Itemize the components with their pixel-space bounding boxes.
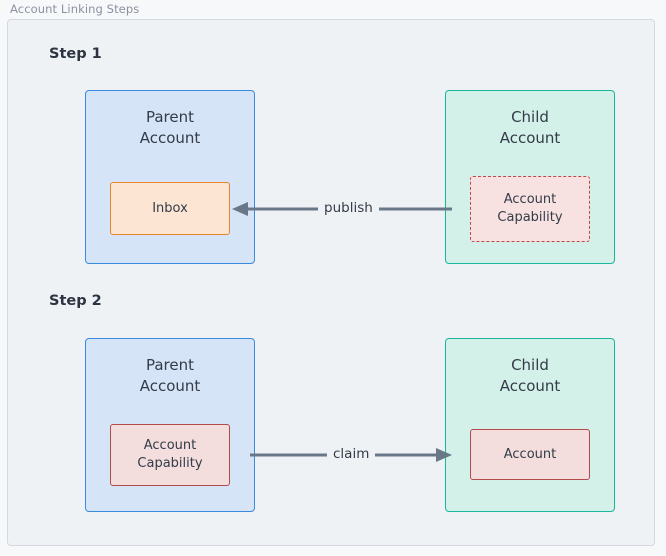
step-2-label: Step 2 — [49, 293, 102, 309]
step-2-child-account-box[interactable]: Child Account — [445, 338, 615, 512]
step-1-label: Step 1 — [49, 46, 102, 62]
step-2-parent-account-title: Parent Account — [139, 356, 201, 396]
step-2-child-account-title: Child Account — [499, 356, 561, 396]
step-1-parent-account-title: Parent Account — [139, 108, 201, 148]
step-1-inbox-box[interactable]: Inbox — [110, 182, 230, 235]
step-1-child-account-title: Child Account — [499, 108, 561, 148]
publish-arrow-head — [232, 202, 248, 216]
step-1-account-capability-box[interactable]: Account Capability — [470, 176, 590, 242]
step-2-account-capability-box[interactable]: Account Capability — [110, 424, 230, 486]
step-2-account-box[interactable]: Account — [470, 429, 590, 480]
step-1-parent-account-box[interactable]: Parent Account — [85, 90, 255, 264]
publish-arrow-label: publish — [318, 200, 379, 216]
claim-arrow-label: claim — [327, 446, 376, 462]
claim-arrow-head — [436, 448, 452, 462]
figure-caption: Account Linking Steps — [10, 2, 140, 16]
